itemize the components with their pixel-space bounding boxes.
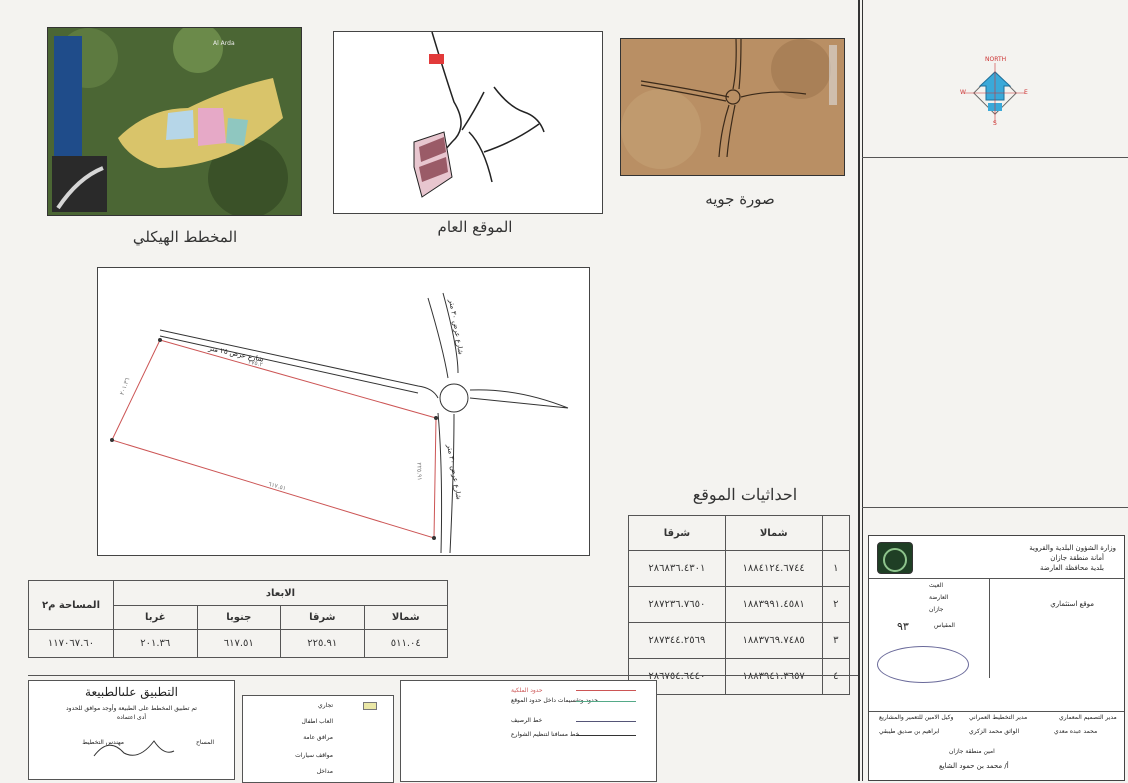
dim-col-south: جنوبا	[196, 605, 281, 630]
legend-line-item: خط مسافنا لتنظيم الشوارع	[511, 731, 580, 738]
mayor-label: امين منطقة جازان	[949, 748, 995, 755]
nature-line1: تم تطبيق المخطط على الطبيعة وأوجد موافق …	[66, 705, 197, 712]
legend-line-item: حدود وتقسيمات داخل حدود الموقع	[511, 697, 598, 704]
coord-cell: ١٨٨٣٩٩١.٤٥٨١	[724, 586, 823, 623]
coord-cell: ٢	[821, 586, 851, 623]
legend-line-item: حدود الملكية	[511, 687, 543, 694]
nature-title: التطبيق علىالطبيعة	[85, 685, 178, 699]
coord-cell: ١٨٨٣٧٦٩.٧٤٨٥	[724, 622, 823, 659]
legend-swatch	[363, 702, 377, 710]
legend-left: تجاري العاب اطفال مرافق عامة مواقف سيارا…	[242, 695, 394, 783]
name1: ابراهيم بن صديق طيبقي	[879, 728, 940, 735]
right-panel-divider	[862, 157, 1128, 158]
ministry-line2: أمانة منطقة جازان	[1050, 554, 1104, 562]
nature-sig1: مهندس التخطيط	[82, 739, 124, 746]
legend-item: مرافق عامة	[303, 734, 333, 741]
dim-col-north: شمالا	[363, 605, 448, 630]
coord-cell: ٢٨٧٣٤٤.٢٥٦٩	[628, 622, 726, 659]
coord-cell: ٣	[821, 622, 851, 659]
general-site-caption: الموقع العام	[437, 218, 513, 236]
nature-sig2: المساح	[195, 739, 214, 746]
right-panel-divider-2	[862, 507, 1128, 508]
project-name: موقع استثماري	[1050, 600, 1094, 608]
legend-item: تجاري	[318, 702, 333, 709]
structural-plan-image: Al Arda	[47, 27, 302, 216]
municipality-logo	[877, 542, 913, 574]
dimensions-table: المساحة م٢ الابعاد غربا جنوبا شرقا شمالا…	[28, 580, 448, 658]
dimensions-header: الابعاد	[113, 580, 448, 606]
len-right: ٢٢٥.٩١	[415, 462, 423, 481]
legend-item: مواقف سيارات	[295, 752, 333, 759]
sheet-border-right	[862, 0, 863, 781]
city-label: العيث	[929, 582, 944, 589]
coord-cell: ٢٨٧٢٣٦.٧٦٥٠	[628, 586, 726, 623]
coord-header-east: شرقا	[628, 515, 726, 551]
region-label: جازان	[929, 606, 944, 613]
coord-cell: ٢٨٦٨٣٦.٤٣٠١	[628, 550, 726, 587]
general-site-image	[333, 31, 603, 214]
compass-s: S	[993, 120, 997, 127]
scale-label: المقياس	[934, 622, 955, 629]
coord-cell: ٤	[821, 658, 851, 695]
district-label: العارضة	[929, 594, 949, 601]
nature-line2: أدى اعتماده	[116, 714, 147, 721]
plan-number: ٩٣	[897, 620, 909, 633]
legend-right: حدود الملكية حدود وتقسيمات داخل حدود الم…	[400, 680, 657, 782]
north-arrow-icon: NORTH W E S	[960, 56, 1030, 128]
name3: محمد عبده معدي	[1054, 728, 1098, 735]
nature-box: التطبيق علىالطبيعة تم تطبيق المخطط على ا…	[28, 680, 235, 780]
compass-e: E	[1024, 89, 1028, 96]
sheet-border	[858, 0, 860, 781]
mayor-name: أ/ محمد بن حمود الشايع	[939, 762, 1009, 770]
compass-w: W	[960, 89, 966, 96]
aerial-photo	[620, 38, 845, 176]
dept2: وكيل الامين للتعمير والمشاريع	[879, 714, 954, 721]
aerial-caption: صورة جويه	[705, 190, 775, 208]
bottom-strip	[28, 675, 858, 782]
structural-plan-caption: المخطط الهيكلي	[132, 228, 238, 246]
coord-cell: ١٨٨٤١٢٤.٦٧٤٤	[724, 550, 823, 587]
dept1: مدير التخطيط العمراني	[969, 714, 1028, 721]
title-block: وزارة الشؤون البلدية والقروية أمانة منطق…	[868, 535, 1125, 781]
ministry-line3: بلدية محافظة العارضة	[1040, 564, 1104, 572]
dim-east: ٢٢٥.٩١	[280, 629, 365, 658]
coord-cell: ١	[821, 550, 851, 587]
dim-col-east: شرقا	[280, 605, 365, 630]
dim-area: ١١٧٠٦٧.٦٠	[28, 629, 114, 658]
legend-item: مداخل	[316, 768, 333, 775]
dim-south: ٦١٧.٥١	[196, 629, 281, 658]
coord-header-north: شمالا	[724, 515, 823, 551]
dim-west: ٢٠١.٣٦	[113, 629, 198, 658]
legend-item: العاب اطفال	[301, 718, 333, 725]
name2: الواثق محمد الزكري	[969, 728, 1020, 735]
ministry-line1: وزارة الشؤون البلدية والقروية	[1029, 544, 1116, 552]
coordinates-title: احداثيات الموقع	[692, 485, 798, 504]
coord-header-no	[821, 515, 851, 551]
aerial-map-label: Al Arda	[213, 40, 235, 47]
official-stamp	[877, 646, 969, 683]
area-header: المساحة م٢	[28, 580, 114, 630]
legend-line-item: خط الرصيف	[511, 717, 543, 724]
site-plan-drawing: شارع عرض ٢٥ متر شارع عرض ٣٠ متر شارع عرض…	[97, 267, 590, 556]
coord-cell: ١٨٨٣٩٤١.٣٦٥٧	[724, 658, 823, 695]
compass-north: NORTH	[985, 56, 1007, 63]
dim-north: ٥١١.٠٤	[363, 629, 448, 658]
dept3: مدير التصميم المعماري	[1059, 714, 1117, 721]
dim-col-west: غربا	[113, 605, 198, 630]
